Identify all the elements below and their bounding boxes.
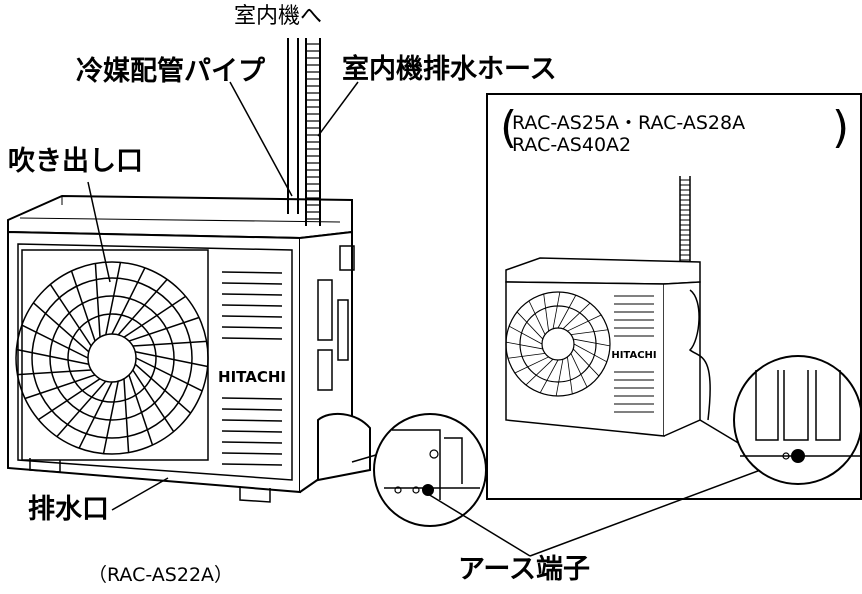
zoom-detail-inset — [733, 355, 862, 485]
label-refrigerant-pipe: 冷媒配管パイプ — [76, 56, 265, 87]
label-drain-port: 排水口 — [28, 494, 109, 525]
label-main-model: （RAC-AS22A） — [88, 564, 234, 586]
label-ground-terminal: アース端子 — [458, 554, 591, 585]
brand-logo: HITACHI — [218, 368, 286, 386]
label-air-outlet: 吹き出し口 — [8, 146, 143, 177]
brand-logo-inset: HITACHI — [611, 350, 656, 361]
paren-close: ) — [832, 102, 850, 153]
leader-lines — [87, 81, 799, 557]
inset-model-note: ( ) RAC-AS25A・RAC-AS28A RAC-AS40A2 — [500, 106, 849, 157]
label-drain-hose: 室内機排水ホース — [342, 54, 557, 85]
refrigerant-pipe — [287, 38, 299, 214]
paren-open: ( — [500, 102, 518, 153]
terminal-cover — [317, 412, 371, 482]
inset-outdoor-unit — [505, 176, 741, 445]
inset-model-line2: RAC-AS40A2 — [512, 134, 632, 156]
label-indoor-unit: 室内機へ — [234, 4, 323, 29]
inset-model-line1: RAC-AS25A・RAC-AS28A — [512, 112, 746, 134]
fan-grille — [15, 261, 209, 455]
drain-hose — [305, 38, 321, 226]
main-outdoor-unit — [7, 194, 355, 503]
zoom-detail-main — [351, 413, 487, 527]
front-louvers — [221, 271, 283, 466]
